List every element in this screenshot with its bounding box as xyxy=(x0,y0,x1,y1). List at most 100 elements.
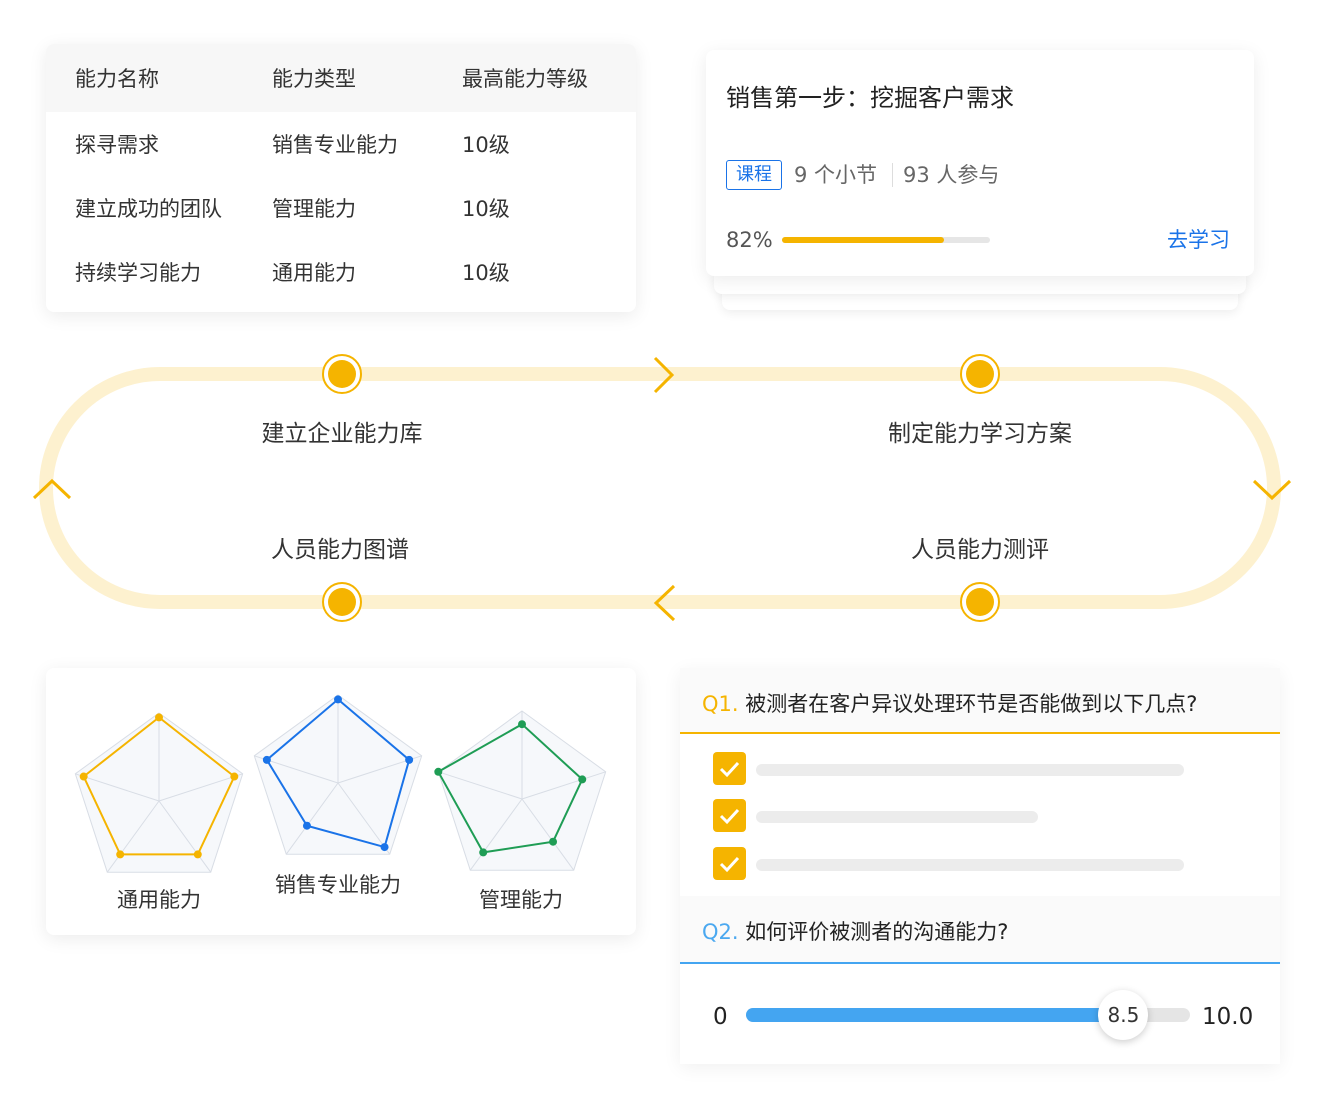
stage-label-ability-map: 人员能力图谱 xyxy=(271,537,409,563)
course-progress-text: 82% xyxy=(726,228,773,252)
radar-data-point xyxy=(434,767,443,776)
radar-label-management: 管理能力 xyxy=(479,888,563,912)
course-participants: 93 人参与 xyxy=(903,163,1000,187)
stage-label-build-library: 建立企业能力库 xyxy=(261,421,423,447)
arrow-right-icon xyxy=(653,356,675,394)
radar-label-general: 通用能力 xyxy=(117,888,201,912)
stage-node xyxy=(322,582,362,622)
radar-data-polygon xyxy=(82,716,236,856)
meta-divider xyxy=(892,163,893,187)
radar-axis xyxy=(158,773,243,802)
stage-label-learning-plan: 制定能力学习方案 xyxy=(888,421,1072,447)
ability-table: 能力名称 能力类型 最高能力等级 探寻需求 销售专业能力 10级 建立成功的团队… xyxy=(46,44,636,312)
course-card[interactable]: 销售第一步：挖掘客户需求 课程 9 个小节 93 人参与 82% 去学习 xyxy=(706,50,1254,276)
course-progress-fill xyxy=(782,237,945,243)
radar-data-point xyxy=(518,720,526,729)
question-2-number: Q2. xyxy=(702,920,739,944)
radar-charts-svg xyxy=(74,694,607,873)
radar-data-point xyxy=(380,843,389,852)
radar-data-point xyxy=(262,755,271,764)
option-placeholder-line xyxy=(756,859,1184,871)
ability-level: 10级 xyxy=(462,133,510,157)
checkmark-icon xyxy=(719,761,740,778)
radar-data-point xyxy=(79,772,88,781)
rating-slider-fill xyxy=(746,1008,1124,1022)
cycle-track-svg xyxy=(32,354,1292,622)
radar-data-point xyxy=(230,772,239,781)
stage-node xyxy=(960,582,1000,622)
arrow-down-icon xyxy=(1252,479,1292,501)
ability-name: 建立成功的团队 xyxy=(75,197,222,221)
table-header: 能力名称 能力类型 最高能力等级 xyxy=(46,44,636,112)
header-max-level: 最高能力等级 xyxy=(462,67,588,91)
radar-axis xyxy=(469,798,523,871)
assessment-quiz-card: Q1. 被测者在客户异议处理环节是否能做到以下几点? Q2. 如何评价被测者的沟… xyxy=(680,668,1280,1064)
option-placeholder-line xyxy=(756,764,1184,776)
question-1-text: 被测者在客户异议处理环节是否能做到以下几点? xyxy=(745,692,1198,716)
radar-axis xyxy=(521,798,575,871)
ability-level: 10级 xyxy=(462,261,510,285)
radar-data-point xyxy=(116,850,125,859)
arrow-left-icon xyxy=(653,584,676,622)
course-title: 销售第一步：挖掘客户需求 xyxy=(726,84,1014,112)
radar-charts-card: 通用能力 销售专业能力 管理能力 xyxy=(46,668,636,935)
radar-data-point xyxy=(193,850,202,859)
radar-data-point xyxy=(549,837,558,846)
radar-data-polygon xyxy=(436,722,584,854)
question-1-header: Q1. 被测者在客户异议处理环节是否能做到以下几点? xyxy=(680,668,1280,734)
radar-axis xyxy=(337,782,391,855)
question-2: Q2. 如何评价被测者的沟通能力? xyxy=(702,916,1008,946)
radar-data-point xyxy=(479,848,488,857)
ability-name: 持续学习能力 xyxy=(75,261,201,285)
question-1: Q1. 被测者在客户异议处理环节是否能做到以下几点? xyxy=(702,688,1197,718)
ability-type: 销售专业能力 xyxy=(272,133,398,157)
checkmark-icon xyxy=(719,856,740,873)
checkbox-option-2[interactable] xyxy=(713,799,746,832)
radar-axis xyxy=(285,782,339,855)
ability-level: 10级 xyxy=(462,197,510,221)
checkbox-option-3[interactable] xyxy=(713,847,746,880)
radar-chart xyxy=(253,694,423,855)
radar-chart xyxy=(434,710,607,871)
checkbox-option-1[interactable] xyxy=(713,752,746,785)
ability-type: 通用能力 xyxy=(272,261,356,285)
course-sections: 9 个小节 xyxy=(794,163,878,187)
ability-name: 探寻需求 xyxy=(75,133,159,157)
radar-axis xyxy=(438,771,523,800)
radar-data-point xyxy=(155,713,163,722)
checkmark-icon xyxy=(719,808,740,825)
radar-chart xyxy=(74,712,244,873)
course-progress-bar xyxy=(782,237,990,243)
ability-cycle-diagram: 建立企业能力库 制定能力学习方案 人员能力测评 人员能力图谱 xyxy=(0,330,1332,640)
cycle-track xyxy=(39,367,1281,609)
table-row[interactable]: 探寻需求 销售专业能力 10级 xyxy=(46,112,636,176)
question-1-number: Q1. xyxy=(702,692,739,716)
radar-axis xyxy=(158,800,212,873)
radar-label-sales: 销售专业能力 xyxy=(275,873,401,897)
stage-node xyxy=(960,354,1000,394)
stage-node xyxy=(322,354,362,394)
stage-label-assessment: 人员能力测评 xyxy=(911,537,1049,563)
option-placeholder-line xyxy=(756,811,1038,823)
radar-axis xyxy=(75,773,160,802)
question-2-text: 如何评价被测者的沟通能力? xyxy=(745,920,1009,944)
arrow-up-icon xyxy=(32,478,72,500)
slider-min-label: 0 xyxy=(713,1004,728,1030)
question-2-header: Q2. 如何评价被测者的沟通能力? xyxy=(680,896,1280,964)
table-row[interactable]: 建立成功的团队 管理能力 10级 xyxy=(46,176,636,240)
header-ability-type: 能力类型 xyxy=(272,67,356,91)
table-row[interactable]: 持续学习能力 通用能力 10级 xyxy=(46,240,636,304)
course-tag-badge: 课程 xyxy=(726,160,782,190)
radar-data-point xyxy=(302,821,311,830)
radar-axis xyxy=(521,771,606,800)
rating-slider-track[interactable] xyxy=(746,1008,1190,1022)
radar-data-point xyxy=(334,695,342,704)
radar-data-point xyxy=(405,755,414,764)
ability-type: 管理能力 xyxy=(272,197,356,221)
rating-slider-thumb[interactable]: 8.5 xyxy=(1098,990,1149,1040)
radar-data-point xyxy=(578,775,587,784)
radar-axis xyxy=(106,800,160,873)
slider-max-label: 10.0 xyxy=(1202,1004,1254,1030)
header-ability-name: 能力名称 xyxy=(75,67,159,91)
go-learn-link[interactable]: 去学习 xyxy=(1167,228,1230,252)
